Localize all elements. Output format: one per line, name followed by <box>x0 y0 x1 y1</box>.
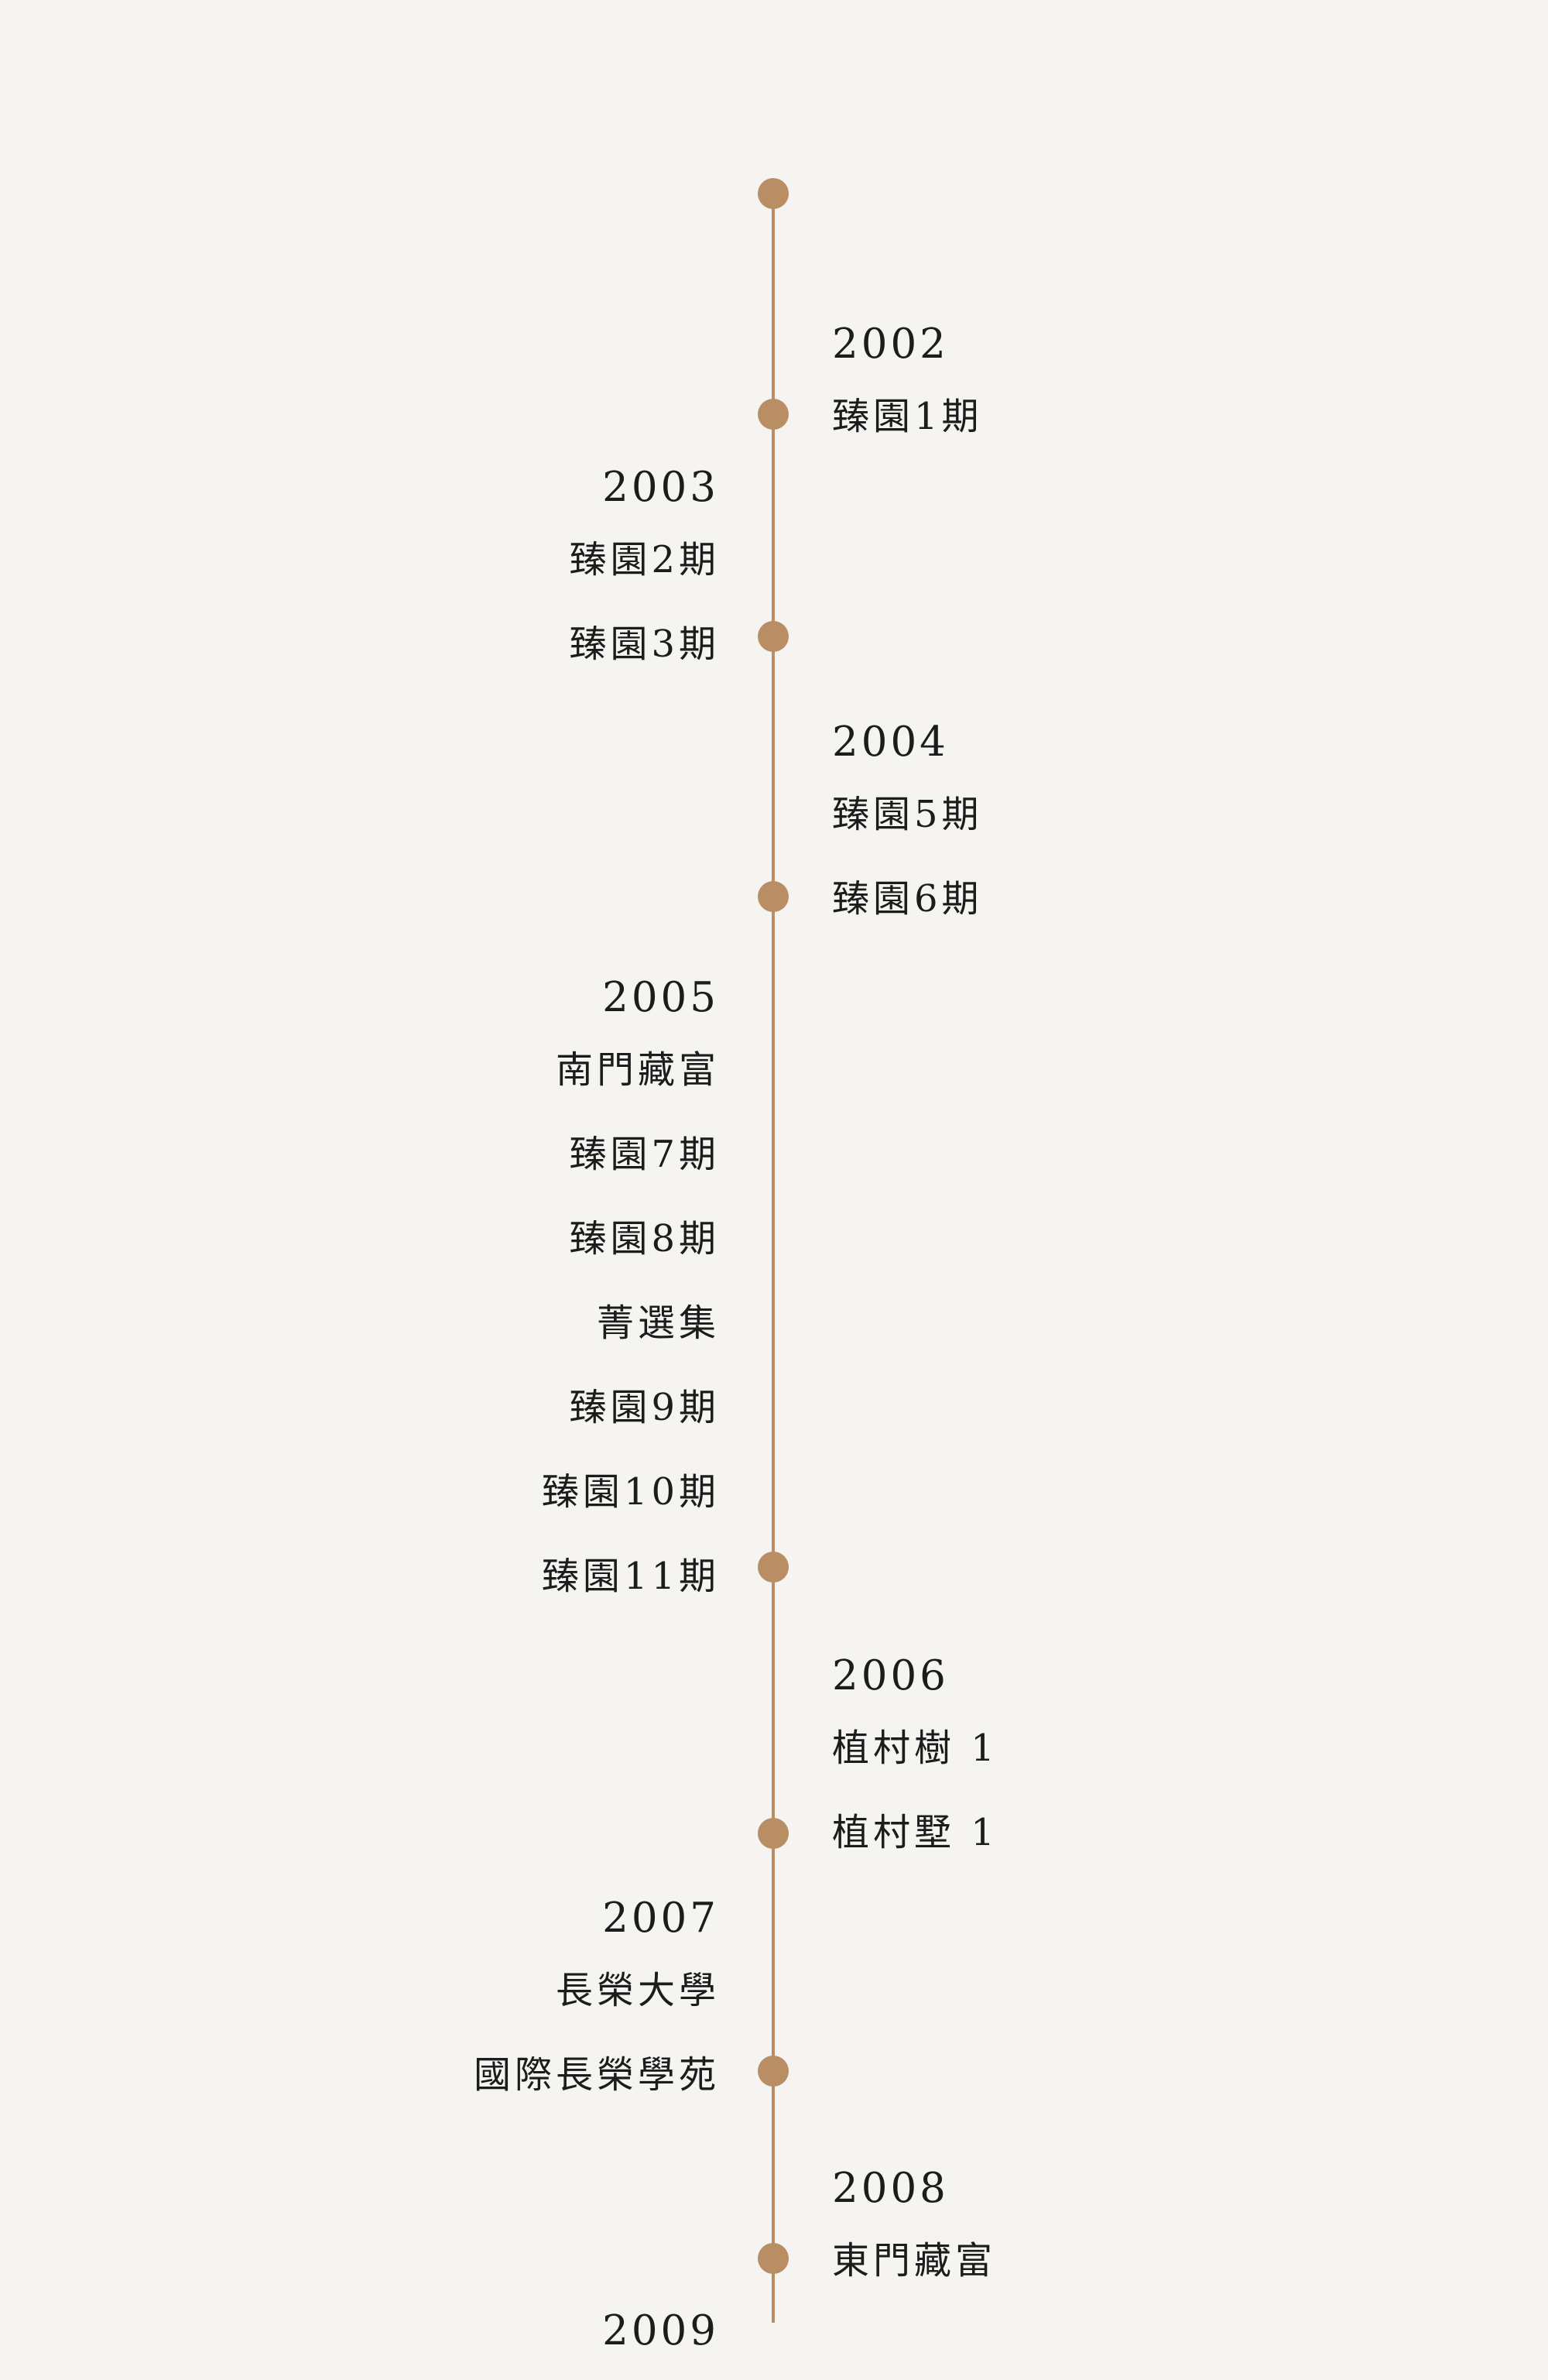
timeline-item[interactable]: 臻園5期 <box>832 793 983 836</box>
timeline-group-2009: 2009 <box>602 2310 716 2380</box>
timeline: 2002 臻園1期 2003 臻園2期 臻園3期 2004 臻園5期 臻園6期 … <box>474 178 998 2351</box>
timeline-item[interactable]: 臻園6期 <box>832 877 983 921</box>
timeline-start-dot <box>758 178 789 209</box>
timeline-item[interactable]: 東門藏富 <box>832 2239 997 2282</box>
timeline-item[interactable]: 臻園9期 <box>569 1386 720 1429</box>
timeline-item[interactable]: 臻園1期 <box>832 395 983 438</box>
timeline-item[interactable]: 菁選集 <box>596 1301 720 1345</box>
timeline-axis-line <box>772 194 775 2323</box>
timeline-dot <box>758 621 789 652</box>
timeline-year: 2002 <box>832 321 949 368</box>
timeline-item[interactable]: 臻園3期 <box>569 622 720 666</box>
timeline-item[interactable]: 植村墅 1 <box>832 1811 998 1854</box>
timeline-year: 2008 <box>832 2165 949 2212</box>
timeline-item[interactable]: 臻園7期 <box>569 1133 720 1176</box>
timeline-group-2006: 2006 植村樹 1 植村墅 1 <box>832 1655 998 1894</box>
timeline-dot <box>758 2056 789 2087</box>
timeline-year: 2007 <box>602 1895 719 1942</box>
timeline-dot <box>758 881 789 912</box>
timeline-dot <box>758 1552 789 1583</box>
timeline-item[interactable]: 臻園10期 <box>541 1470 720 1514</box>
timeline-dot <box>758 2243 789 2274</box>
timeline-year: 2006 <box>832 1652 949 1699</box>
timeline-year: 2004 <box>832 718 949 766</box>
timeline-group-2004: 2004 臻園5期 臻園6期 <box>832 722 983 960</box>
timeline-dot <box>758 1818 789 1849</box>
timeline-item[interactable]: 臻園8期 <box>569 1217 720 1260</box>
timeline-year: 2005 <box>602 974 719 1021</box>
timeline-group-2005: 2005 南門藏富 臻園7期 臻園8期 菁選集 臻園9期 臻園10期 臻園11期 <box>542 977 716 1638</box>
timeline-group-2003: 2003 臻園2期 臻園3期 <box>569 467 716 705</box>
timeline-group-2002: 2002 臻園1期 <box>832 324 983 478</box>
timeline-year: 2003 <box>602 464 719 511</box>
timeline-item[interactable]: 國際長榮學苑 <box>473 2053 720 2097</box>
timeline-item[interactable]: 南門藏富 <box>555 1048 720 1092</box>
timeline-item[interactable]: 植村樹 1 <box>832 1727 998 1770</box>
timeline-item[interactable]: 臻園2期 <box>569 538 720 581</box>
timeline-item[interactable]: 長榮大學 <box>555 1969 720 2012</box>
timeline-item[interactable]: 臻園11期 <box>541 1555 720 1598</box>
timeline-dot <box>758 399 789 430</box>
timeline-group-2007: 2007 長榮大學 國際長榮學苑 <box>474 1898 716 2136</box>
timeline-group-2008: 2008 東門藏富 <box>832 2168 996 2322</box>
timeline-year: 2009 <box>602 2307 719 2354</box>
